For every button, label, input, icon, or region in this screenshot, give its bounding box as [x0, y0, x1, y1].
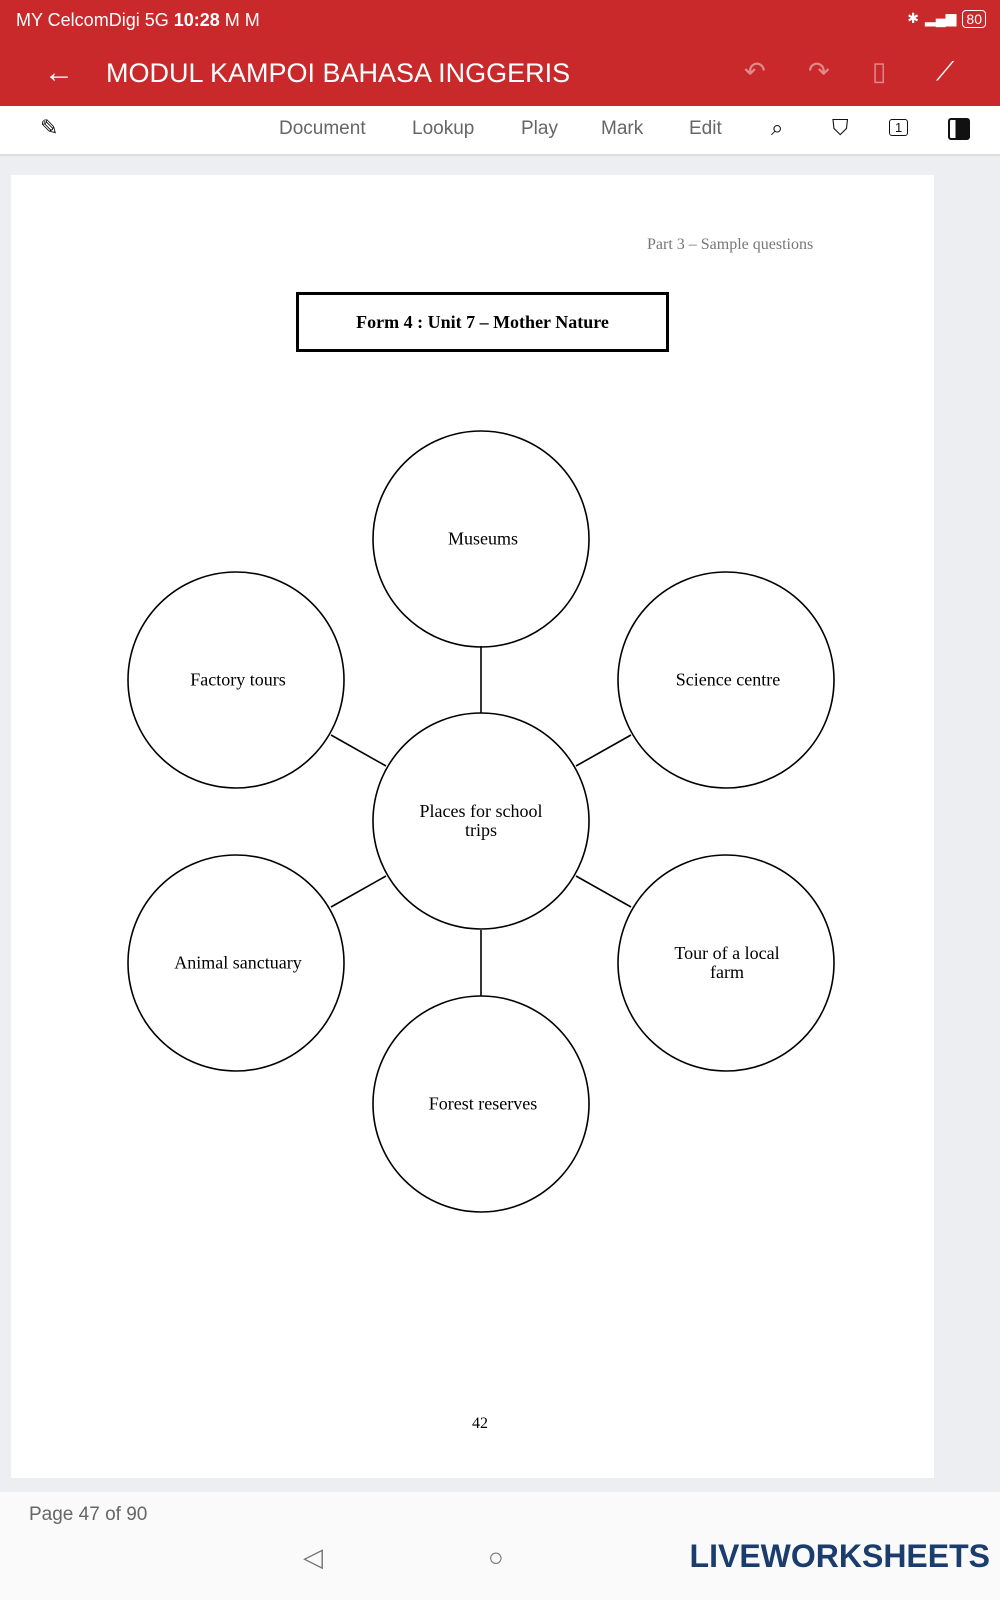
connector	[330, 734, 387, 767]
node-label: Factory tours	[190, 669, 286, 690]
node-label: Forest reserves	[428, 1093, 538, 1114]
pen-icon[interactable]: ✎	[40, 115, 59, 140]
signal-icon: ▂▄▆	[924, 10, 957, 26]
back-arrow-icon[interactable]: ←	[44, 56, 74, 89]
liveworksheets-logo: LIVEWORKSHEETS	[689, 1538, 990, 1574]
page-indicator: Page 47 of 90	[29, 1504, 148, 1525]
node-label: Museums	[447, 528, 518, 549]
nav-back-icon[interactable]: ◁	[303, 1542, 323, 1572]
nav-home-icon[interactable]: ○	[488, 1542, 504, 1572]
battery-icon: 80	[962, 10, 986, 28]
node-circle	[372, 430, 590, 648]
mail-icon: M M	[224, 10, 260, 30]
share-icon[interactable]: ⟋	[936, 56, 955, 86]
footer: Page 47 of 90 ◁ ○ LIVEWORKSHEETS	[0, 1492, 1000, 1600]
tab-document[interactable]: Document	[279, 118, 366, 139]
tab-play[interactable]: Play	[521, 118, 558, 139]
node-circle	[127, 571, 345, 789]
node-label: Animal sanctuary	[174, 952, 302, 973]
connector	[575, 875, 632, 908]
toolbar: ✎ Document Lookup Play Mark Edit ⌕ ⛉ 1	[0, 106, 1000, 156]
reading-mode-icon[interactable]	[948, 118, 970, 140]
node-label: Tour of a local farm	[674, 943, 780, 982]
tab-mark[interactable]: Mark	[601, 118, 644, 139]
connector	[330, 875, 387, 908]
app-bar: MY CelcomDigi 5G 10:28 M M ✱ ▂▄▆ 80 ← MODU…	[0, 0, 1000, 106]
status-icons: ✱ ▂▄▆ 80	[907, 10, 986, 28]
redo-icon[interactable]: ↷	[808, 56, 830, 86]
connector	[575, 734, 632, 767]
undo-icon[interactable]: ↶	[744, 56, 766, 86]
tab-lookup[interactable]: Lookup	[412, 118, 475, 139]
unit-title-box: Form 4 : Unit 7 – Mother Nature	[296, 292, 669, 352]
center-label: Places for school trips	[419, 801, 543, 840]
center-circle	[372, 712, 590, 930]
search-icon[interactable]: ⌕	[771, 115, 784, 140]
node-circle	[127, 854, 345, 1072]
clock: 10:28	[173, 10, 220, 30]
page-number: 42	[472, 1415, 488, 1432]
document-title: MODUL KAMPOI BAHASA INGGERIS	[106, 58, 571, 88]
page-view-icon[interactable]: 1	[889, 119, 909, 136]
node-circle	[372, 995, 590, 1213]
carrier: MY CelcomDigi 5G	[16, 10, 169, 30]
node-label: Science centre	[675, 669, 781, 690]
tab-edit[interactable]: Edit	[689, 118, 722, 139]
save-icon[interactable]: ▯	[872, 56, 887, 86]
bluetooth-icon: ✱	[907, 10, 919, 26]
node-circle	[617, 854, 835, 1072]
running-header: Part 3 – Sample questions	[647, 236, 814, 253]
node-circle	[617, 571, 835, 789]
bookmark-icon[interactable]: ⛉	[832, 115, 849, 140]
status-bar: MY CelcomDigi 5G 10:28 M M	[16, 10, 260, 31]
document-page	[11, 175, 934, 1478]
